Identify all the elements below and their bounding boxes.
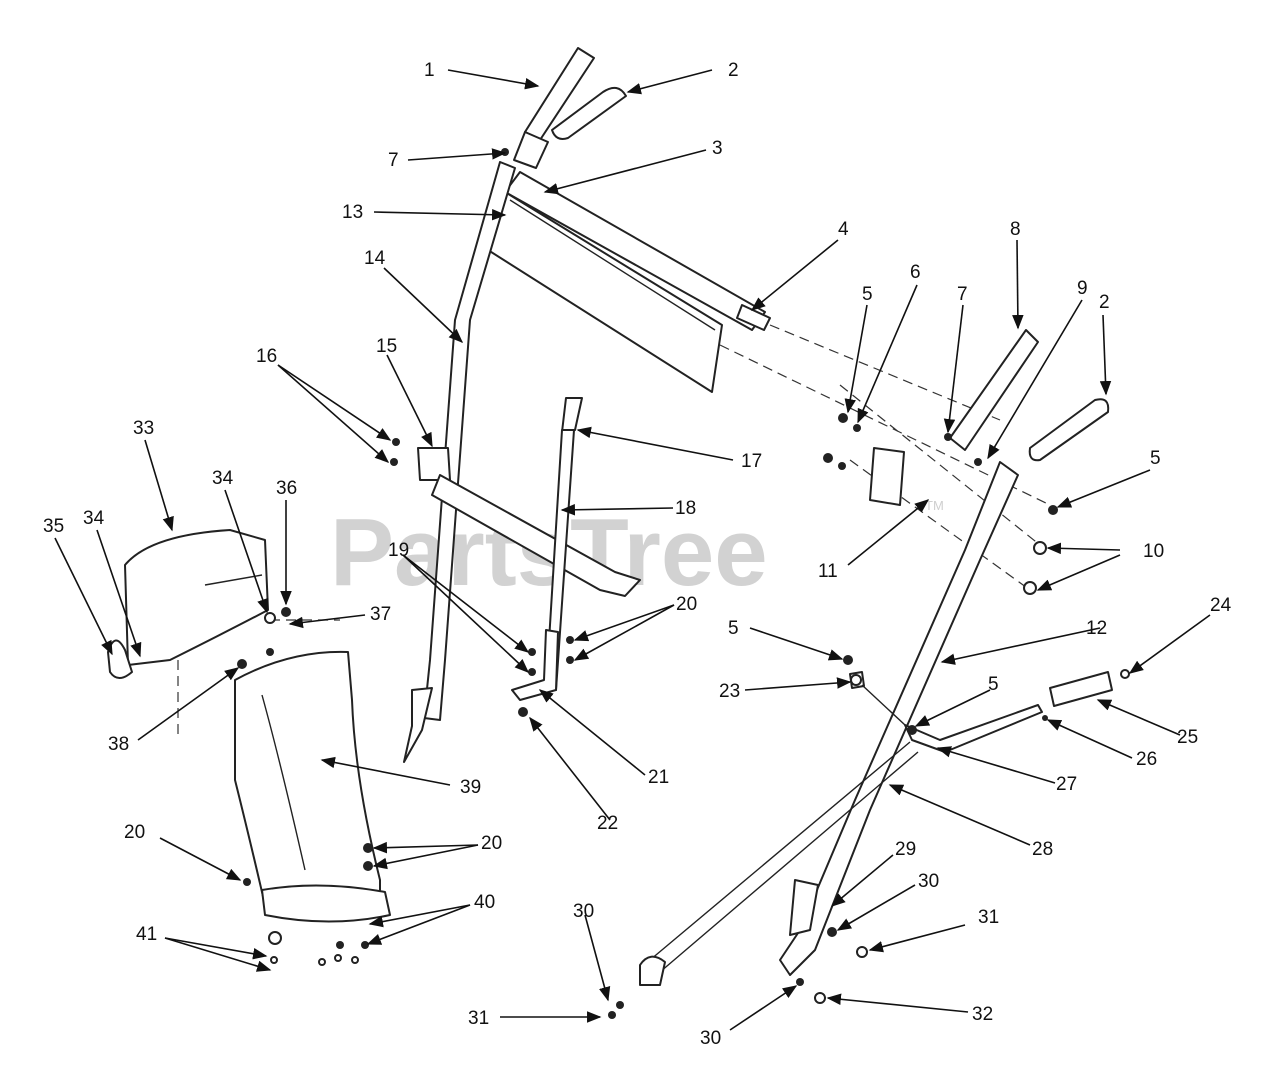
control-rod [649,741,919,973]
upper-handle-right [949,329,1039,451]
callout-3: 3 [712,138,723,159]
callout-8: 8 [1010,219,1021,240]
callout-31: 31 [978,907,999,928]
deflector-edge [204,574,263,586]
chute-edge [261,694,306,871]
control-lever [904,704,1043,753]
callout-10: 10 [1143,541,1164,562]
callout-20: 20 [124,822,145,843]
lower-handle-foot [403,687,433,763]
lower-handle-right-foot [789,879,819,936]
callout-30: 30 [918,871,939,892]
grip-left [551,86,627,140]
tube-end [736,304,771,331]
support-plate [417,447,451,481]
callout-4: 4 [838,219,849,240]
callout-14: 14 [364,248,386,269]
callout-2: 2 [728,60,739,81]
callout-18: 18 [675,498,696,519]
callout-21: 21 [648,767,669,788]
callout-22: 22 [597,813,618,834]
callout-30: 30 [573,901,594,922]
callout-39: 39 [460,777,481,798]
callout-26: 26 [1136,749,1157,770]
callout-27: 27 [1056,774,1077,795]
shift-rod [561,397,583,433]
callout-24: 24 [1210,595,1232,616]
callout-25: 25 [1177,727,1198,748]
callout-6: 6 [910,262,921,283]
callout-5: 5 [862,284,873,305]
watermark-trademark: TM [925,498,944,513]
discharge-chute [234,650,381,913]
callout-16: 16 [256,346,277,367]
callout-36: 36 [276,478,297,499]
alignment-line [769,324,1001,421]
callout-2: 2 [1099,292,1110,313]
callout-5: 5 [988,674,999,695]
callout-leaders [54,69,1211,1031]
callout-30: 30 [700,1028,721,1049]
callout-37: 37 [370,604,391,625]
callout-5: 5 [1150,448,1161,469]
callout-7: 7 [957,284,968,305]
handle-assembly-drawing [403,47,1113,986]
grip-right [1028,398,1110,462]
callout-1: 1 [424,60,435,81]
panel-edge [509,199,716,331]
hardware [237,148,1130,1019]
callout-12: 12 [1086,618,1107,639]
callout-11: 11 [818,561,838,582]
callout-7: 7 [388,150,399,171]
callout-13: 13 [342,202,363,223]
callout-labels: 1 2 3 7 13 4 14 8 5 6 7 9 2 15 16 33 17 … [43,60,1232,1049]
shift-bracket [431,474,641,597]
callout-33: 33 [133,418,154,439]
alignment-line [839,384,1041,546]
callout-40: 40 [474,892,495,913]
callout-5: 5 [728,618,739,639]
callout-35: 35 [43,516,64,537]
rod-end [639,955,666,986]
callout-31: 31 [468,1008,489,1029]
callout-32: 32 [972,1004,993,1025]
callout-20: 20 [676,594,697,615]
right-bracket [869,447,905,506]
chute-base-ring [261,884,391,923]
handle-bracket-left [513,131,549,169]
callout-38: 38 [108,734,129,755]
callout-17: 17 [741,451,762,472]
shift-lever [511,629,559,701]
callout-19: 19 [388,540,409,561]
link-rod [861,684,906,726]
callout-15: 15 [376,336,397,357]
callout-28: 28 [1032,839,1053,860]
callout-34: 34 [212,468,234,489]
callout-20: 20 [481,833,502,854]
callout-9: 9 [1077,278,1088,299]
lever-knob [1049,671,1113,707]
deflector-knob [107,639,133,679]
callout-41: 41 [136,924,157,945]
callout-34: 34 [83,508,105,529]
callout-23: 23 [719,681,740,702]
callout-29: 29 [895,839,916,860]
